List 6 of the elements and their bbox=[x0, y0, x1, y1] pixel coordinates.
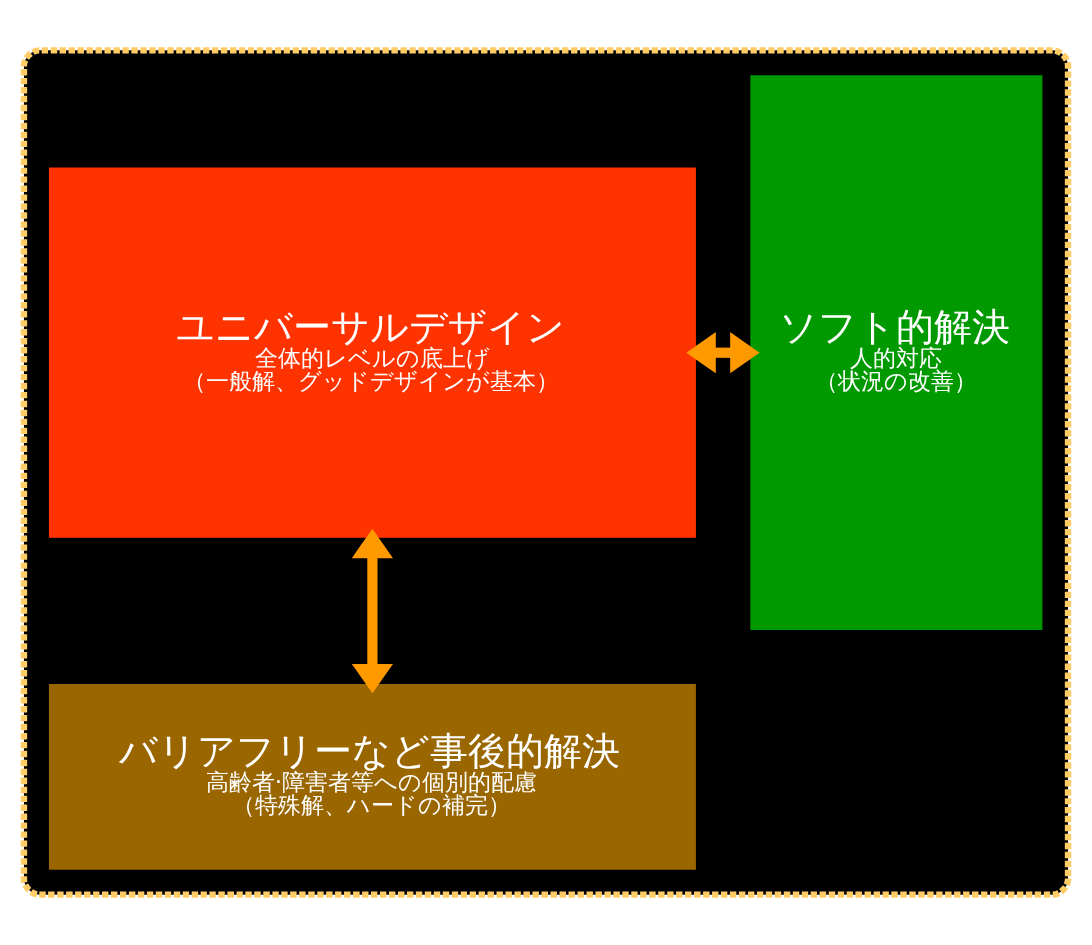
cluster bbox=[20, 47, 1072, 898]
node-box: バリアフリーなど事後的解決 高齢者·障害者等への個別的配慮 （特殊解、ハードの補完） bbox=[48, 683, 696, 870]
node-box: ソフト的解決 人的対応 （状況の改善） bbox=[750, 75, 1043, 631]
node-box: ユニバーサルデザイン 全体的レベルの底上げ （一般解、グッドデザインが基本） bbox=[48, 167, 696, 538]
arrow bbox=[686, 332, 760, 374]
arrow bbox=[351, 528, 393, 694]
